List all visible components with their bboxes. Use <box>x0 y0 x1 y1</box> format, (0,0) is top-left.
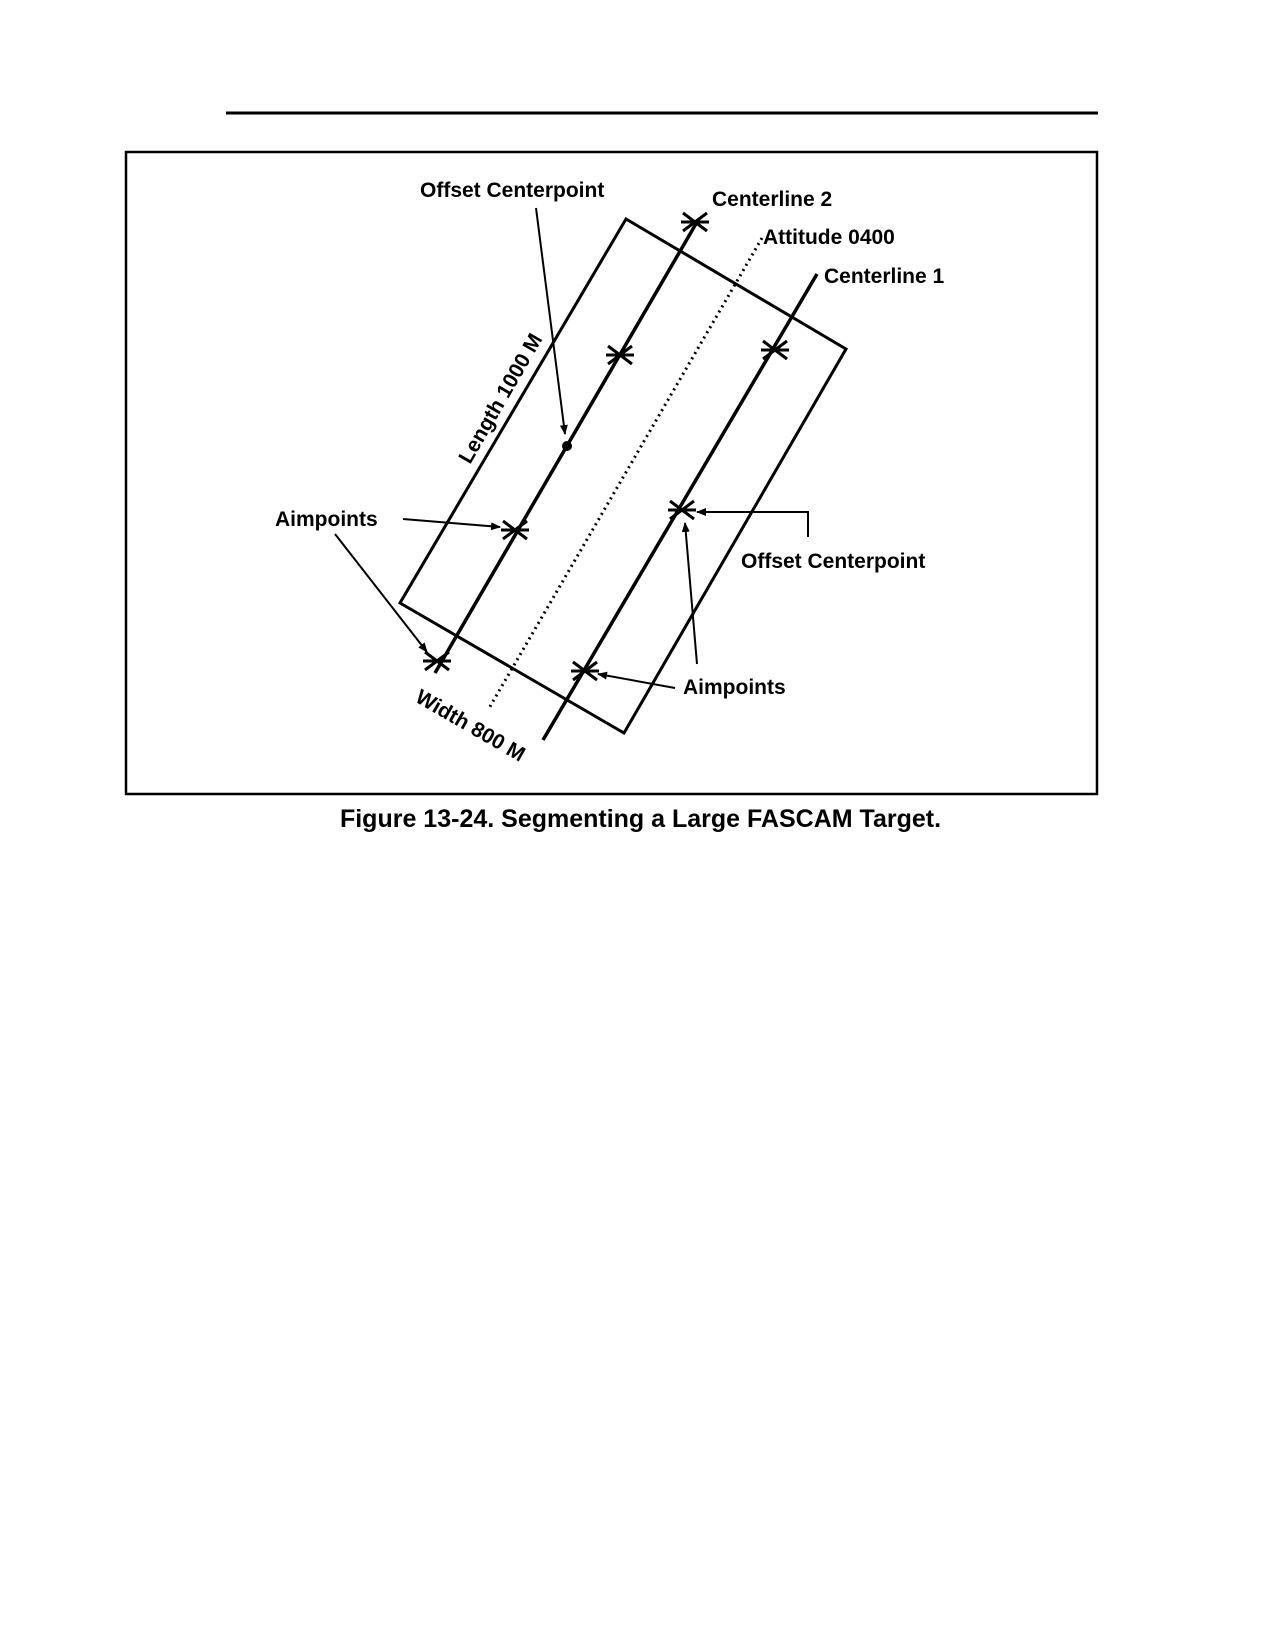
offset-centerpoint-dot <box>562 441 572 451</box>
aimpoint-marker <box>681 211 709 233</box>
label-centerline-1: Centerline 1 <box>824 265 945 288</box>
aimpoint-marker <box>606 344 634 366</box>
label-attitude: Attitude 0400 <box>763 226 895 249</box>
aimpoint-marker <box>501 519 529 541</box>
arrow-aimpoints-left-horizontal <box>402 518 501 531</box>
aimpoint-marker <box>668 499 696 521</box>
aimpoint-marker <box>423 650 451 672</box>
arrow-aimpoints-bottom-left <box>597 671 676 689</box>
label-offset-centerpoint-top: Offset Centerpoint <box>420 179 604 202</box>
label-length: Length 1000 M <box>454 330 547 468</box>
arrow-offset-centerpoint-right <box>696 508 809 537</box>
label-aimpoints-bottom: Aimpoints <box>683 676 786 699</box>
figure-frame <box>124 150 1099 796</box>
arrow-offset-centerpoint-top <box>535 207 568 435</box>
label-offset-centerpoint-right: Offset Centerpoint <box>741 550 925 573</box>
arrow-aimpoints-bottom-up <box>681 522 698 665</box>
aimpoint-marker <box>761 339 789 361</box>
aimpoint-marker <box>571 660 599 682</box>
arrow-aimpoints-left-diagonal <box>334 533 428 653</box>
figure-caption: Figure 13-24. Segmenting a Large FASCAM … <box>339 805 942 833</box>
target-area-rectangle <box>397 216 849 736</box>
attitude-line <box>486 237 764 711</box>
label-centerline-2: Centerline 2 <box>712 188 832 211</box>
label-aimpoints-left: Aimpoints <box>275 508 378 531</box>
label-width: Width 800 M <box>412 685 529 766</box>
